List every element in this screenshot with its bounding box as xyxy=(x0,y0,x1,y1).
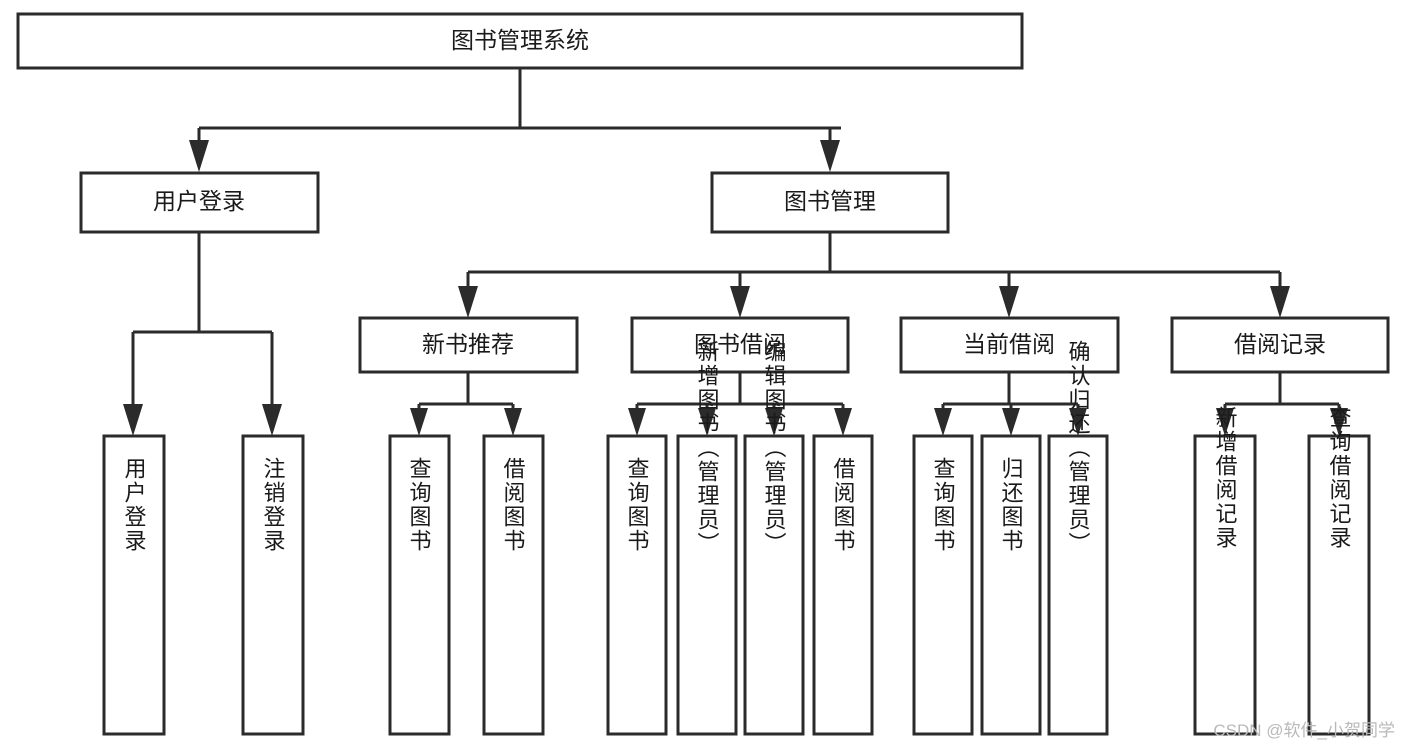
node-book-manage[interactable]: 图书管理 xyxy=(710,171,950,234)
leaf-node-user-login-2[interactable]: 注销登录 xyxy=(241,434,305,736)
node-user-login-label: 用户登录 xyxy=(153,188,245,214)
leaf-node-borrow-record-1-box xyxy=(1193,434,1257,736)
node-user-login[interactable]: 用户登录 xyxy=(79,171,320,234)
leaf-node-book-borrow-1-box xyxy=(606,434,668,736)
node-borrow-record-box xyxy=(1170,316,1390,374)
node-book-manage-box xyxy=(710,171,950,234)
arrow-head-icon-bb-leaf-1 xyxy=(628,408,646,436)
arrow-head-icon-bb-leaf-2 xyxy=(698,408,716,436)
node-book-borrow-box xyxy=(630,316,850,374)
leaf-node-borrow-record-2[interactable]: 查询借阅记录 xyxy=(1307,406,1371,736)
node-current-borrow-label: 当前借阅 xyxy=(963,331,1055,357)
node-new-book-recommend[interactable]: 新书推荐 xyxy=(358,316,579,374)
arrow-head-icon-nbr-leaf-1 xyxy=(410,408,428,436)
node-book-borrow-label: 图书借阅 xyxy=(694,331,786,357)
connector-group-root xyxy=(189,68,841,172)
leaf-node-current-borrow-3-label: 确认归还（管理员） xyxy=(1066,340,1091,556)
arrow-head-icon-nbr-leaf-2 xyxy=(504,408,522,436)
node-root-system-label: 图书管理系统 xyxy=(451,27,589,53)
csdn-watermark: CSDN @软件_小贺同学 xyxy=(1213,721,1395,740)
arrow-head-icon-user-login-leaf-2 xyxy=(262,404,282,436)
leaf-node-current-borrow-3-box xyxy=(1047,434,1109,736)
arrow-head-icon-bb-leaf-4 xyxy=(834,408,852,436)
leaf-node-user-login-1-box xyxy=(102,434,166,736)
leaf-node-book-borrow-1[interactable]: 查询图书 xyxy=(606,434,668,736)
leaf-node-user-login-2-label: 注销登录 xyxy=(261,457,286,553)
connector-group-current-borrow xyxy=(934,372,1087,436)
arrow-head-icon-cb-leaf-2 xyxy=(1002,408,1020,436)
leaf-node-user-login-1[interactable]: 用户登录 xyxy=(102,434,166,736)
node-borrow-record-label: 借阅记录 xyxy=(1234,331,1326,357)
node-current-borrow-box xyxy=(899,316,1120,374)
connector-group-new-book-recommend xyxy=(410,372,522,436)
arrow-head-icon-cb-leaf-3 xyxy=(1069,408,1087,436)
leaf-node-book-borrow-4-box xyxy=(812,434,874,736)
leaf-node-current-borrow-1[interactable]: 查询图书 xyxy=(912,434,974,736)
node-user-login-box xyxy=(79,171,320,234)
leaf-node-new-book-recommend-1[interactable]: 查询图书 xyxy=(388,434,451,736)
node-new-book-recommend-box xyxy=(358,316,579,374)
node-root-system[interactable]: 图书管理系统 xyxy=(16,12,1024,70)
connector-group-book-manage xyxy=(458,232,1290,318)
node-new-book-recommend-label: 新书推荐 xyxy=(422,331,514,357)
arrow-head-icon-br-leaf-2 xyxy=(1330,408,1348,436)
leaf-node-book-borrow-2[interactable]: 新增图书（管理员） xyxy=(676,340,738,736)
connector-group-borrow-record xyxy=(1216,372,1348,436)
leaf-node-current-borrow-1-label: 查询图书 xyxy=(931,457,956,553)
leaf-node-new-book-recommend-1-label: 查询图书 xyxy=(407,457,432,553)
leaf-node-user-login-2-box xyxy=(241,434,305,736)
leaf-node-borrow-record-2-box xyxy=(1307,434,1371,736)
leaf-node-new-book-recommend-2-box xyxy=(482,434,545,736)
arrow-head-icon-current-borrow xyxy=(999,286,1019,318)
connector-group-book-borrow xyxy=(628,372,852,436)
leaf-node-book-borrow-3[interactable]: 编辑图书（管理员） xyxy=(743,340,805,736)
leaf-node-book-borrow-3-box xyxy=(743,434,805,736)
arrow-head-icon-br-leaf-1 xyxy=(1216,408,1234,436)
arrow-head-icon-book-borrow xyxy=(730,286,750,318)
node-root-system-box xyxy=(16,12,1024,70)
arrow-head-icon-user-login xyxy=(189,140,209,172)
leaf-node-borrow-record-1-label: 新增借阅记录 xyxy=(1213,406,1238,550)
node-borrow-record[interactable]: 借阅记录 xyxy=(1170,316,1390,374)
leaf-node-new-book-recommend-2[interactable]: 借阅图书 xyxy=(482,434,545,736)
arrow-head-icon-cb-leaf-1 xyxy=(934,408,952,436)
leaf-node-borrow-record-2-label: 查询借阅记录 xyxy=(1327,406,1352,550)
leaf-node-new-book-recommend-2-label: 借阅图书 xyxy=(501,457,526,553)
node-book-manage-label: 图书管理 xyxy=(784,188,876,214)
leaf-node-borrow-record-1[interactable]: 新增借阅记录 xyxy=(1193,406,1257,736)
leaf-node-book-borrow-4-label: 借阅图书 xyxy=(831,457,856,553)
leaf-node-current-borrow-2[interactable]: 归还图书 xyxy=(980,434,1042,736)
node-current-borrow[interactable]: 当前借阅 xyxy=(899,316,1120,374)
arrow-head-icon-book-manage xyxy=(820,140,840,172)
connector-group-user-login xyxy=(123,232,282,436)
arrow-head-icon-user-login-leaf-1 xyxy=(123,404,143,436)
arrow-head-icon-new-book-recommend xyxy=(458,286,478,318)
leaf-node-new-book-recommend-1-box xyxy=(388,434,451,736)
leaf-node-book-borrow-4[interactable]: 借阅图书 xyxy=(812,434,874,736)
arrow-head-icon-bb-leaf-3 xyxy=(765,408,783,436)
leaf-node-book-borrow-2-box xyxy=(676,434,738,736)
leaf-node-current-borrow-2-label: 归还图书 xyxy=(999,457,1024,553)
leaf-node-book-borrow-2-label: 新增图书（管理员） xyxy=(695,340,720,556)
arrow-head-icon-borrow-record xyxy=(1270,286,1290,318)
leaf-node-current-borrow-2-box xyxy=(980,434,1042,736)
node-book-borrow[interactable]: 图书借阅 xyxy=(630,316,850,374)
leaf-node-current-borrow-1-box xyxy=(912,434,974,736)
leaf-node-book-borrow-3-label: 编辑图书（管理员） xyxy=(762,340,787,556)
leaf-node-current-borrow-3[interactable]: 确认归还（管理员） xyxy=(1047,340,1109,736)
leaf-node-book-borrow-1-label: 查询图书 xyxy=(625,457,650,553)
leaf-node-user-login-1-label: 用户登录 xyxy=(122,457,147,553)
